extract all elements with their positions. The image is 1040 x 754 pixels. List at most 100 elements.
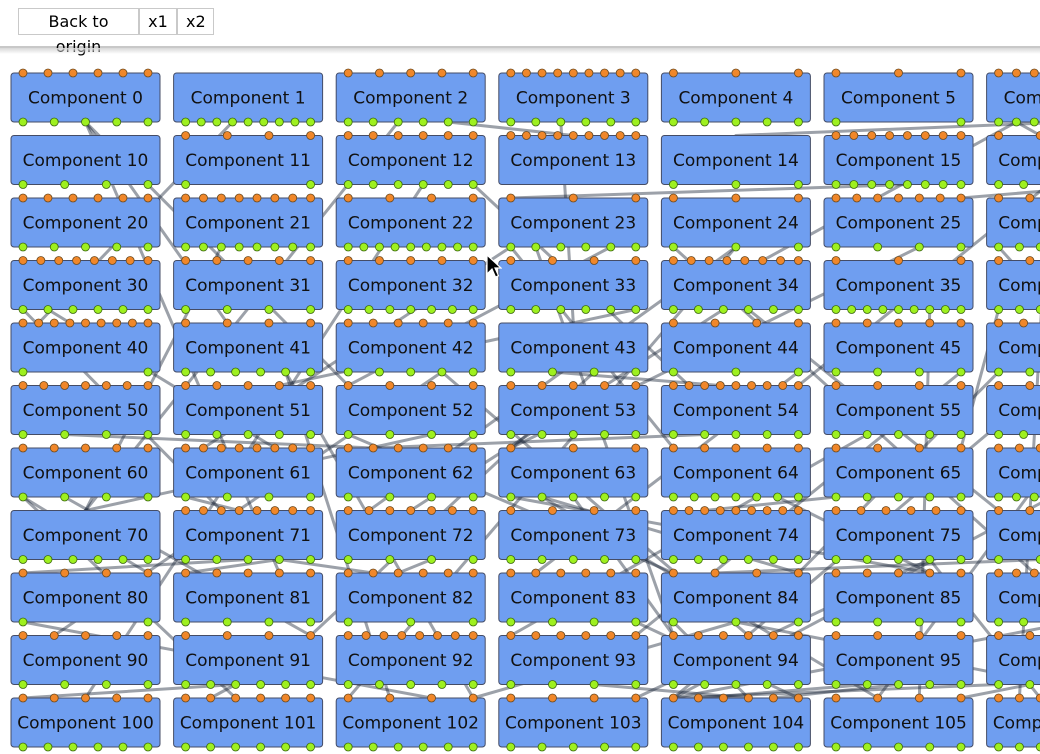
input-port[interactable] bbox=[925, 318, 935, 328]
input-port[interactable] bbox=[281, 693, 291, 703]
input-port[interactable] bbox=[1029, 568, 1039, 578]
component-node[interactable]: Component 21 bbox=[173, 193, 324, 252]
output-port[interactable] bbox=[18, 430, 28, 439]
component-node[interactable]: Component 31 bbox=[173, 256, 324, 314]
input-port[interactable] bbox=[1012, 568, 1021, 578]
input-port[interactable] bbox=[127, 318, 137, 328]
output-port[interactable] bbox=[994, 367, 1003, 377]
output-port[interactable] bbox=[506, 617, 516, 627]
input-port[interactable] bbox=[437, 256, 447, 265]
output-port[interactable] bbox=[731, 242, 741, 252]
output-port[interactable] bbox=[264, 617, 274, 627]
output-port[interactable] bbox=[406, 680, 416, 689]
input-port[interactable] bbox=[443, 131, 453, 140]
input-port[interactable] bbox=[1035, 131, 1040, 140]
output-port[interactable] bbox=[1035, 742, 1040, 752]
input-port[interactable] bbox=[18, 568, 28, 578]
output-port[interactable] bbox=[762, 430, 772, 439]
input-port[interactable] bbox=[49, 631, 59, 640]
output-port[interactable] bbox=[306, 617, 316, 627]
input-port[interactable] bbox=[1025, 256, 1035, 265]
input-port[interactable] bbox=[393, 568, 403, 578]
output-port[interactable] bbox=[556, 305, 566, 314]
component-node[interactable]: Component 65 bbox=[823, 443, 974, 502]
input-port[interactable] bbox=[181, 256, 191, 265]
output-port[interactable] bbox=[731, 180, 741, 189]
input-port[interactable] bbox=[615, 131, 625, 140]
output-port[interactable] bbox=[60, 492, 70, 502]
output-port[interactable] bbox=[385, 555, 395, 564]
input-port[interactable] bbox=[914, 443, 924, 453]
output-port[interactable] bbox=[18, 117, 28, 127]
output-port[interactable] bbox=[506, 117, 516, 127]
input-port[interactable] bbox=[81, 318, 90, 328]
input-port[interactable] bbox=[589, 693, 599, 703]
component-node[interactable]: Component 12 bbox=[335, 131, 486, 189]
output-port[interactable] bbox=[689, 492, 699, 502]
input-port[interactable] bbox=[60, 568, 70, 578]
input-port[interactable] bbox=[994, 381, 1003, 390]
input-port[interactable] bbox=[684, 506, 694, 515]
component-node[interactable]: Component 73 bbox=[498, 506, 649, 564]
input-port[interactable] bbox=[1029, 68, 1039, 78]
input-port[interactable] bbox=[306, 506, 316, 515]
input-port[interactable] bbox=[938, 131, 948, 140]
output-port[interactable] bbox=[427, 555, 436, 564]
input-port[interactable] bbox=[731, 506, 741, 515]
input-port[interactable] bbox=[270, 443, 280, 453]
output-port[interactable] bbox=[427, 430, 436, 439]
output-port[interactable] bbox=[994, 617, 1003, 627]
output-port[interactable] bbox=[468, 242, 478, 252]
input-port[interactable] bbox=[270, 193, 280, 203]
output-port[interactable] bbox=[847, 305, 857, 314]
input-port[interactable] bbox=[222, 318, 232, 328]
output-port[interactable] bbox=[306, 492, 316, 502]
input-port[interactable] bbox=[274, 381, 284, 390]
input-port[interactable] bbox=[631, 193, 641, 203]
component-node[interactable]: Component 33 bbox=[498, 256, 649, 314]
output-port[interactable] bbox=[252, 242, 262, 252]
input-port[interactable] bbox=[368, 318, 378, 328]
input-port[interactable] bbox=[994, 443, 1003, 453]
output-port[interactable] bbox=[700, 117, 710, 127]
input-port[interactable] bbox=[794, 318, 803, 328]
output-port[interactable] bbox=[731, 617, 741, 627]
input-port[interactable] bbox=[568, 131, 578, 140]
output-port[interactable] bbox=[437, 680, 447, 689]
component-node[interactable]: Component 40 bbox=[10, 318, 161, 377]
component-node[interactable]: Component 84 bbox=[660, 568, 811, 627]
input-port[interactable] bbox=[584, 131, 594, 140]
input-port[interactable] bbox=[994, 256, 1003, 265]
input-port[interactable] bbox=[600, 381, 609, 390]
output-port[interactable] bbox=[548, 680, 557, 689]
output-port[interactable] bbox=[994, 242, 1003, 252]
output-port[interactable] bbox=[288, 242, 298, 252]
output-port[interactable] bbox=[719, 742, 728, 752]
input-port[interactable] bbox=[506, 506, 516, 515]
input-port[interactable] bbox=[427, 193, 436, 203]
input-port[interactable] bbox=[669, 443, 678, 453]
output-port[interactable] bbox=[631, 367, 641, 377]
component-node[interactable]: Component 105 bbox=[823, 693, 974, 752]
input-port[interactable] bbox=[418, 318, 428, 328]
output-port[interactable] bbox=[631, 617, 641, 627]
input-port[interactable] bbox=[506, 256, 516, 265]
input-port[interactable] bbox=[548, 506, 557, 515]
output-port[interactable] bbox=[531, 242, 541, 252]
output-port[interactable] bbox=[831, 305, 841, 314]
output-port[interactable] bbox=[506, 305, 516, 314]
output-port[interactable] bbox=[773, 492, 782, 502]
input-port[interactable] bbox=[831, 506, 841, 515]
output-port[interactable] bbox=[112, 117, 122, 127]
output-port[interactable] bbox=[956, 180, 966, 189]
input-port[interactable] bbox=[669, 381, 678, 390]
input-port[interactable] bbox=[794, 568, 803, 578]
output-port[interactable] bbox=[101, 430, 111, 439]
component-node[interactable]: Component 10 bbox=[10, 135, 161, 189]
output-port[interactable] bbox=[878, 305, 888, 314]
component-node[interactable]: Component 44 bbox=[660, 318, 811, 377]
output-port[interactable] bbox=[506, 680, 516, 689]
input-port[interactable] bbox=[894, 68, 903, 78]
input-port[interactable] bbox=[956, 443, 966, 453]
component-node[interactable]: Component 71 bbox=[173, 506, 324, 564]
